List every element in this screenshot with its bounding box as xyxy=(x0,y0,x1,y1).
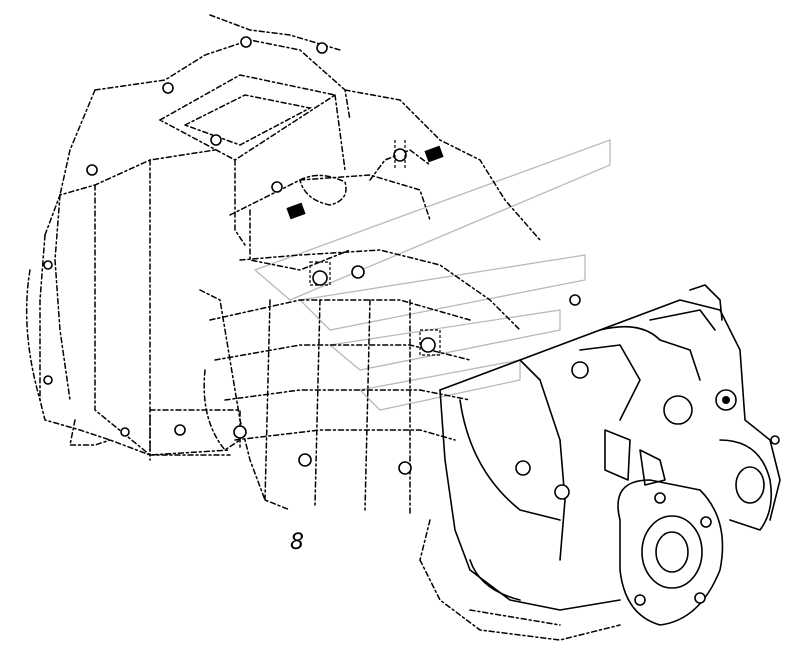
bolt-icon xyxy=(351,265,365,279)
watermark-graphic xyxy=(253,139,611,411)
bolt-icon xyxy=(233,425,247,439)
bolt-icon xyxy=(654,492,666,504)
bolt-icon xyxy=(393,148,407,162)
bolt-icon xyxy=(210,134,222,146)
bolt-icon xyxy=(312,270,328,286)
bolt-icon xyxy=(571,361,589,379)
inspection-plug-icon xyxy=(663,395,693,425)
bolt-icon xyxy=(398,461,412,475)
bolt-icon xyxy=(569,294,581,306)
callout-number: 8 xyxy=(290,530,304,555)
bolt-icon xyxy=(298,453,312,467)
bolt-icon xyxy=(43,375,53,385)
top-cover-plate xyxy=(59,14,351,246)
output-flange xyxy=(617,435,780,626)
bolt-icon xyxy=(174,424,186,436)
plug-icon xyxy=(424,145,444,163)
bolt-icon xyxy=(120,427,130,437)
bolt-icon xyxy=(515,460,531,476)
bolt-icon xyxy=(162,82,174,94)
bolt-icon xyxy=(420,337,436,353)
bolt-icon xyxy=(271,181,283,193)
bolt-icon xyxy=(694,592,706,604)
shift-housing xyxy=(229,89,541,271)
rear-housing xyxy=(439,284,781,611)
bolt-icon xyxy=(86,164,98,176)
bolt-icon xyxy=(554,484,570,500)
bolt-icon xyxy=(316,42,328,54)
transmission-case xyxy=(25,149,241,461)
middle-housing xyxy=(199,249,581,516)
bolt-icon xyxy=(634,594,646,606)
bottom-edge xyxy=(419,519,621,641)
bolt-icon xyxy=(43,260,53,270)
bolt-icon xyxy=(700,516,712,528)
brand-emblem-icon xyxy=(715,389,737,411)
plug-icon xyxy=(286,202,306,220)
bolt-icon xyxy=(240,36,252,48)
bolt-icon xyxy=(770,435,780,445)
